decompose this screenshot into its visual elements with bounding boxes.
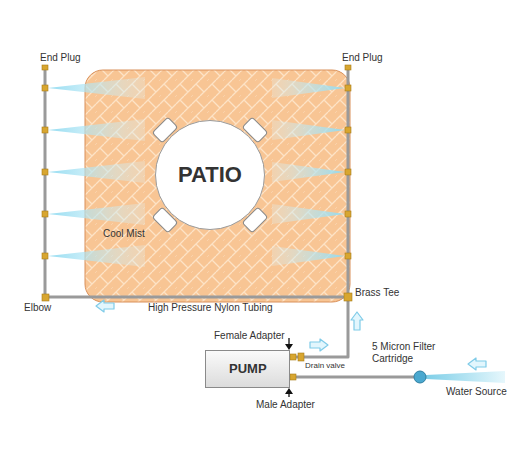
pump-box: PUMP [205, 350, 290, 388]
filter-label: 5 Micron Filter Cartridge [372, 341, 460, 365]
patio-area: Cool Mist PATIO [85, 70, 350, 302]
valve-label: Drain valve [305, 361, 345, 371]
node-title: PATIO [178, 162, 242, 187]
node-title: PUMP [229, 362, 267, 377]
end-plug-label: End Plug [342, 52, 383, 64]
adapter-label: Male Adapter [256, 399, 315, 411]
adapter-label: Female Adapter [214, 330, 285, 342]
patio-table: PATIO [155, 120, 265, 230]
tubing-label: High Pressure Nylon Tubing [148, 302, 273, 314]
end-plug-label: End Plug [40, 52, 81, 64]
tee-label: Brass Tee [355, 287, 399, 299]
source-label: Water Source [446, 386, 507, 398]
node-note: Cool Mist [103, 228, 145, 240]
elbow-label: Elbow [24, 302, 51, 314]
